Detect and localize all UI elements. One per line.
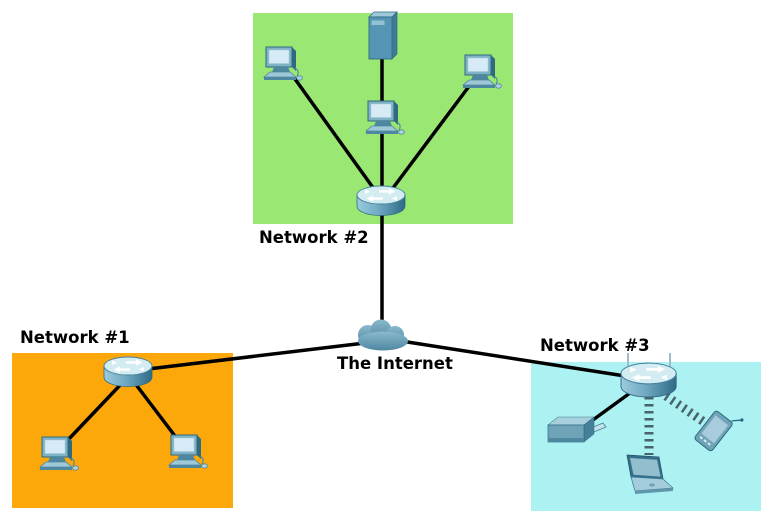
network-3-label: Network #3 [540,336,650,355]
internet-cloud-icon [358,319,408,351]
wireless-router-icon [621,353,676,397]
link-n2-pc-right-router [385,83,472,198]
network-2-label: Network #2 [259,228,369,247]
internet-label: The Internet [337,354,453,373]
wired-links [64,58,632,444]
link-n3-router-internet [400,339,626,378]
link-n1-router-pc-left [64,380,125,444]
router-icon [103,356,153,387]
link-n2-pc-left-router [293,77,381,198]
link-n1-router-internet [147,341,366,371]
link-n1-router-pc-right [132,380,180,442]
router-icon [356,185,406,216]
wireless-link-router-pda [663,392,707,426]
server-icon [368,11,398,60]
wireless-links [644,392,707,455]
network-1-label: Network #1 [20,328,130,347]
